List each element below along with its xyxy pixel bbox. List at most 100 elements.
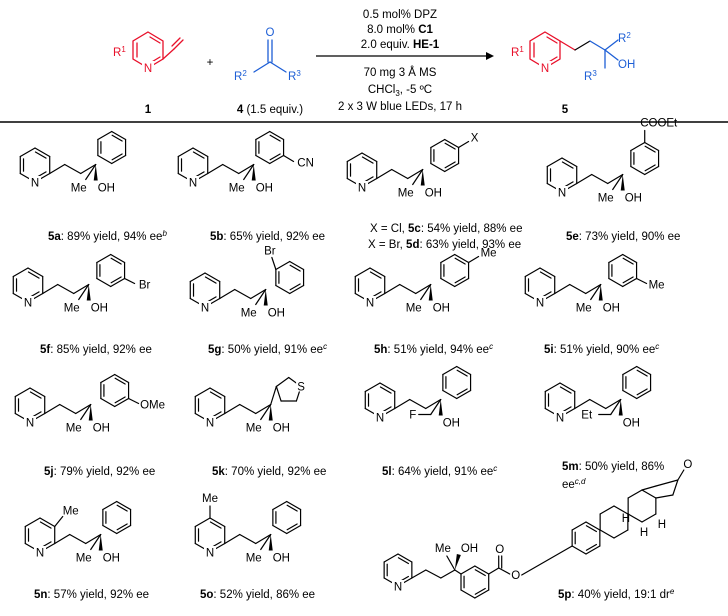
caption-5e: 5e: 73% yield, 90% ee: [566, 231, 680, 243]
structure-5o-n-atom: N: [206, 548, 214, 560]
structure-5a-n-atom: N: [31, 178, 39, 190]
methyl-label: Me: [76, 553, 92, 565]
condition-solvent: CHCl3, -5 ºC: [368, 84, 432, 98]
structure-5e: N Me OH COOEt: [546, 118, 678, 205]
hydroxyl-label: OH: [623, 418, 640, 430]
hydroxyl-label: OH: [273, 553, 290, 565]
structure-5p-n-atom: N: [394, 582, 402, 594]
caption-5p: 5p: 40% yield, 19:1 dre: [558, 587, 675, 601]
bromo-label: Br: [264, 246, 276, 258]
compound-4-label: 4 (1.5 equiv.): [237, 104, 303, 116]
methyl-label: Me: [246, 423, 262, 435]
structure-5c-n-atom: N: [358, 183, 366, 195]
methyl-label: Me: [576, 303, 592, 315]
methyl-label: Me: [406, 303, 422, 315]
methyl-label: Me: [246, 553, 262, 565]
plus-sign: +: [207, 57, 214, 69]
hydroxyl-label: OH: [443, 418, 460, 430]
methyl-pyridine-label: Me: [202, 493, 218, 505]
ethyl-label: Et: [581, 410, 593, 422]
caption-5d: X = Br, 5d: 63% yield, 93% ee: [368, 239, 521, 251]
caption-5j: 5j: 79% yield, 92% ee: [44, 466, 155, 478]
r3-label: R3: [288, 69, 301, 83]
compound-1-label: 1: [145, 104, 152, 116]
caption-5n: 5n: 57% yield, 92% ee: [34, 589, 149, 601]
hydroxyl-label: OH: [273, 423, 290, 435]
condition-ms: 70 mg 3 Å MS: [364, 66, 437, 79]
hydroxyl-label: OH: [91, 303, 108, 315]
condition-c1: 8.0 mol% C1: [367, 24, 433, 36]
structure-5m-n-atom: N: [556, 413, 564, 425]
product-r1: R1: [511, 45, 524, 59]
caption-5f: 5f: 85% yield, 92% ee: [40, 344, 152, 356]
methoxy-label: OMe: [140, 400, 165, 412]
methyl-label: Me: [241, 308, 257, 320]
hydroxyl-label: OH: [425, 188, 442, 200]
r2-label: R2: [234, 69, 247, 83]
cyano-label: CN: [297, 158, 314, 170]
product-oh: OH: [618, 59, 635, 71]
structure-5c: N Me OH X: [346, 133, 479, 200]
carbonyl-o-label: O: [495, 544, 504, 556]
structure-5g-n-atom: N: [201, 303, 209, 315]
ester-o-label: O: [511, 570, 520, 582]
methyl-label: Me: [598, 193, 614, 205]
methyl-aryl-label: Me: [649, 280, 665, 292]
x-substituent-label: X: [471, 133, 479, 145]
condition-he1: 2.0 equiv. HE-1: [361, 39, 440, 51]
hydroxyl-label: OH: [268, 308, 285, 320]
structure-5n-n-atom: N: [36, 548, 44, 560]
structure-5h-n-atom: N: [366, 298, 374, 310]
caption-5o: 5o: 52% yield, 86% ee: [200, 589, 315, 601]
product-n-atom: N: [541, 63, 549, 75]
condition-light: 2 x 3 W blue LEDs, 17 h: [338, 101, 462, 113]
hydroxyl-label: OH: [98, 183, 115, 195]
methyl-pyridine-label: Me: [63, 506, 79, 518]
caption-5h: 5h: 51% yield, 94% eec: [374, 342, 493, 356]
methyl-label: Me: [398, 188, 414, 200]
hydrogen-label: H: [658, 519, 666, 531]
methyl-label: Me: [435, 543, 451, 555]
methyl-label: Me: [71, 183, 87, 195]
hydroxyl-label: OH: [93, 423, 110, 435]
methyl-label: Me: [66, 423, 82, 435]
r1-label: R1: [113, 45, 126, 59]
caption-5l: 5l: 64% yield, 91% eec: [382, 464, 497, 478]
structure-5b-n-atom: N: [189, 178, 197, 190]
hydroxyl-label: OH: [625, 193, 642, 205]
pyridine-n-atom: N: [144, 63, 152, 75]
product-5: N R1 R2 R3 OH 5: [511, 31, 635, 116]
bromo-label: Br: [139, 280, 151, 292]
hydroxyl-label: OH: [256, 183, 273, 195]
methyl-aryl-label: Me: [481, 248, 497, 260]
structure-5l-n-atom: N: [376, 413, 384, 425]
structure-5m: N OH Et: [544, 365, 652, 430]
structure-5i-n-atom: N: [536, 298, 544, 310]
hydrogen-label: H: [622, 513, 630, 525]
caption-5k: 5k: 70% yield, 92% ee: [212, 466, 326, 478]
ester-label: COOEt: [640, 118, 678, 130]
ketone-o-atom: O: [266, 27, 275, 39]
reactant-4-ketone: O R2 R3 4 (1.5 equiv.): [234, 27, 303, 116]
caption-5m-line2: eec,d: [562, 477, 586, 491]
hydrogen-label: H: [640, 527, 648, 539]
structure-5e-n-atom: N: [558, 188, 566, 200]
hydroxyl-label: OH: [103, 553, 120, 565]
structure-5a: N Me OH: [19, 130, 127, 195]
hydroxyl-label: OH: [603, 303, 620, 315]
product-r2: R2: [618, 31, 631, 45]
structure-5g: N Me OH Br: [189, 246, 305, 320]
structure-5f-n-atom: N: [24, 298, 32, 310]
condition-dpz: 0.5 mol% DPZ: [363, 9, 437, 21]
product-r3: R3: [584, 69, 597, 83]
